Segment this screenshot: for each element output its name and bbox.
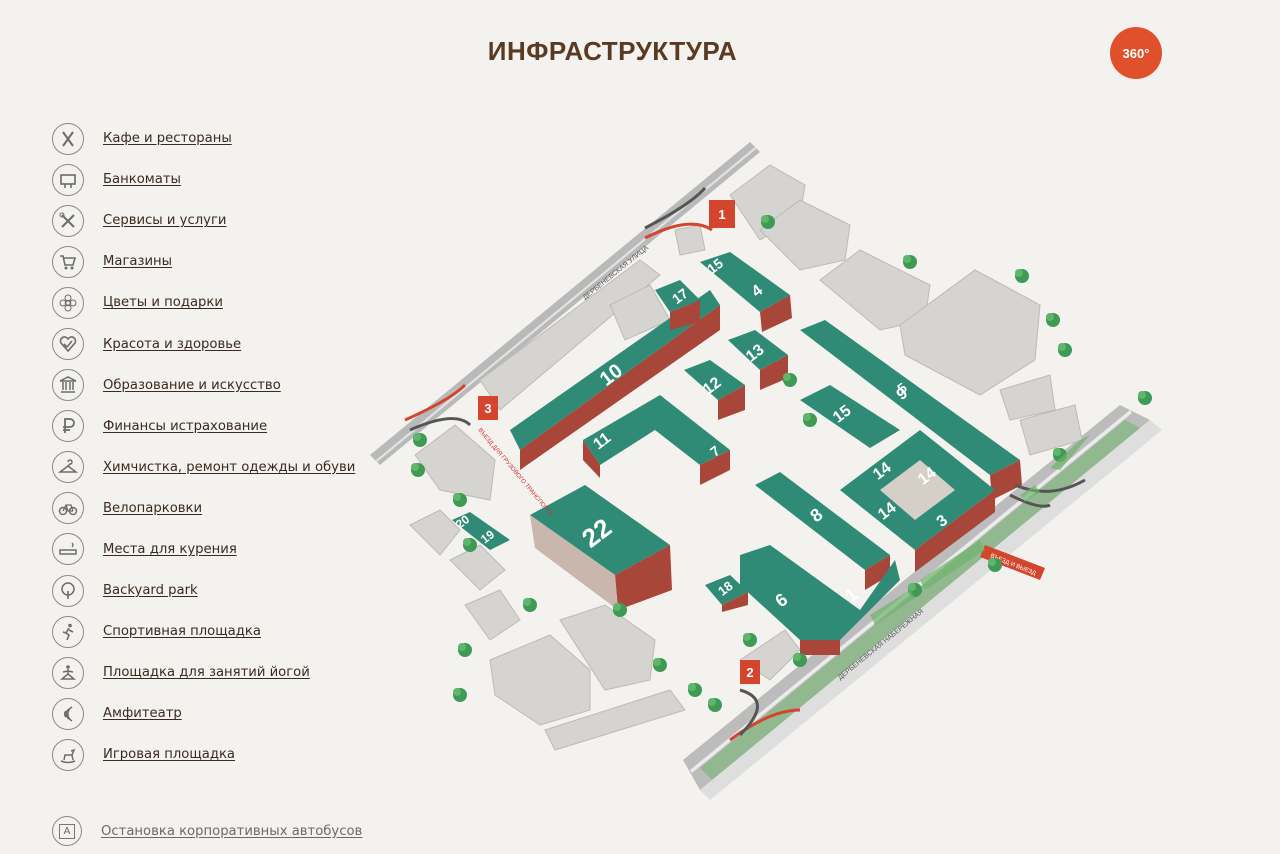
legend-label: Цветы и подарки (103, 295, 223, 311)
traffic-arrows (404, 186, 1086, 742)
legend-label: Красота и здоровье (103, 336, 242, 352)
cutlery-icon (52, 122, 84, 155)
building-5-4 (700, 252, 792, 332)
legend-label: Места для курения (103, 541, 237, 557)
hanger-icon (52, 451, 84, 484)
legend-label: Магазины (103, 254, 173, 270)
legend-label: Кафе и рестораны (103, 131, 232, 147)
gates: 1 2 3 (478, 200, 760, 684)
heart-icon (52, 328, 84, 361)
ruble-icon (52, 410, 84, 443)
bicycle-icon (52, 492, 84, 525)
yoga-icon (52, 656, 84, 689)
museum-icon (52, 369, 84, 402)
cigarette-icon (52, 533, 84, 566)
legend-item-hanger[interactable]: Химчистка, ремонт одежды и обуви (52, 447, 382, 488)
legend-label: Backyard park (103, 583, 198, 599)
tree-icon (52, 574, 84, 607)
building-9 (800, 320, 1022, 500)
cart-icon (52, 245, 84, 278)
legend-label: Спортивная площадка (103, 624, 261, 640)
legend-item-tools[interactable]: Сервисы и услуги (52, 200, 382, 241)
legend-item-cigarette[interactable]: Места для курения (52, 529, 382, 570)
bus-stop-icon: A (52, 816, 82, 846)
legend-item-cart[interactable]: Магазины (52, 241, 382, 282)
legend-item-flower[interactable]: Цветы и подарки (52, 282, 382, 323)
gate-2: 2 (746, 665, 753, 680)
gate-1: 1 (718, 207, 725, 222)
legend-item-ruble[interactable]: Финансы истрахование (52, 406, 382, 447)
atm-icon (52, 163, 84, 196)
legend-item-atm[interactable]: Банкоматы (52, 159, 382, 200)
runner-icon (52, 615, 84, 648)
lawns (870, 435, 1090, 625)
legend-item-bicycle[interactable]: Велопарковки (52, 488, 382, 529)
legend-label: Образование и искусство (103, 377, 281, 393)
page-title: ИНФРАСТРУКТУРА (487, 36, 738, 66)
legend-item-cutlery[interactable]: Кафе и рестораны (52, 118, 382, 159)
building-17 (655, 280, 700, 330)
legend-label: Амфитеатр (103, 706, 182, 722)
site-map: ДЕРБЕНЕВСКАЯ УЛИЦА ДЕРБЕНЕВСКАЯ НАБЕРЕЖН… (370, 142, 1162, 800)
building-18 (705, 575, 748, 612)
building-22 (530, 485, 672, 610)
legend-label: Банкоматы (103, 172, 181, 188)
building-15 (800, 385, 900, 448)
gate-3: 3 (484, 401, 491, 416)
rocking-horse-icon (52, 738, 84, 771)
pano-360-icon: 360° (1122, 45, 1150, 61)
flower-icon (52, 286, 84, 319)
amphitheater-icon (52, 697, 84, 730)
legend-item-tree[interactable]: Backyard park (52, 570, 382, 611)
building-8 (755, 472, 890, 590)
building-14-complex (840, 430, 995, 572)
building-number: 11 (590, 429, 614, 453)
building-1-6 (740, 545, 900, 655)
surrounding-buildings (409, 164, 1083, 751)
building-13 (728, 330, 788, 390)
road-derbenevskaya-street (370, 142, 760, 465)
legend-label: Финансы истрахование (103, 418, 268, 434)
legend-item-bus-stop[interactable]: A Остановка корпоративных автобусов (52, 816, 362, 846)
legend-label: Велопарковки (103, 500, 203, 516)
legend-label: Игровая площадка (103, 747, 235, 763)
legend-item-heart[interactable]: Красота и здоровье (52, 323, 382, 364)
legend-item-amphitheater[interactable]: Амфитеатр (52, 693, 382, 734)
legend-label: Остановка корпоративных автобусов (101, 823, 363, 839)
legend-label: Сервисы и услуги (103, 213, 227, 229)
legend-label: Площадка для занятий йогой (103, 665, 310, 681)
building-number: 18 (715, 578, 736, 599)
building-20-19 (452, 512, 510, 550)
legend-item-yoga[interactable]: Площадка для занятий йогой (52, 652, 382, 693)
panorama-360-button[interactable]: 360° (1110, 27, 1162, 79)
building-12 (684, 360, 745, 420)
legend-item-runner[interactable]: Спортивная площадка (52, 611, 382, 652)
tools-icon (52, 204, 84, 237)
legend-item-rocking-horse[interactable]: Игровая площадка (52, 734, 382, 775)
legend-label: Химчистка, ремонт одежды и обуви (103, 459, 356, 475)
building-10 (510, 290, 720, 470)
historic-buildings (452, 252, 1022, 655)
building-11 (583, 395, 730, 485)
legend-item-museum[interactable]: Образование и искусство (52, 365, 382, 406)
